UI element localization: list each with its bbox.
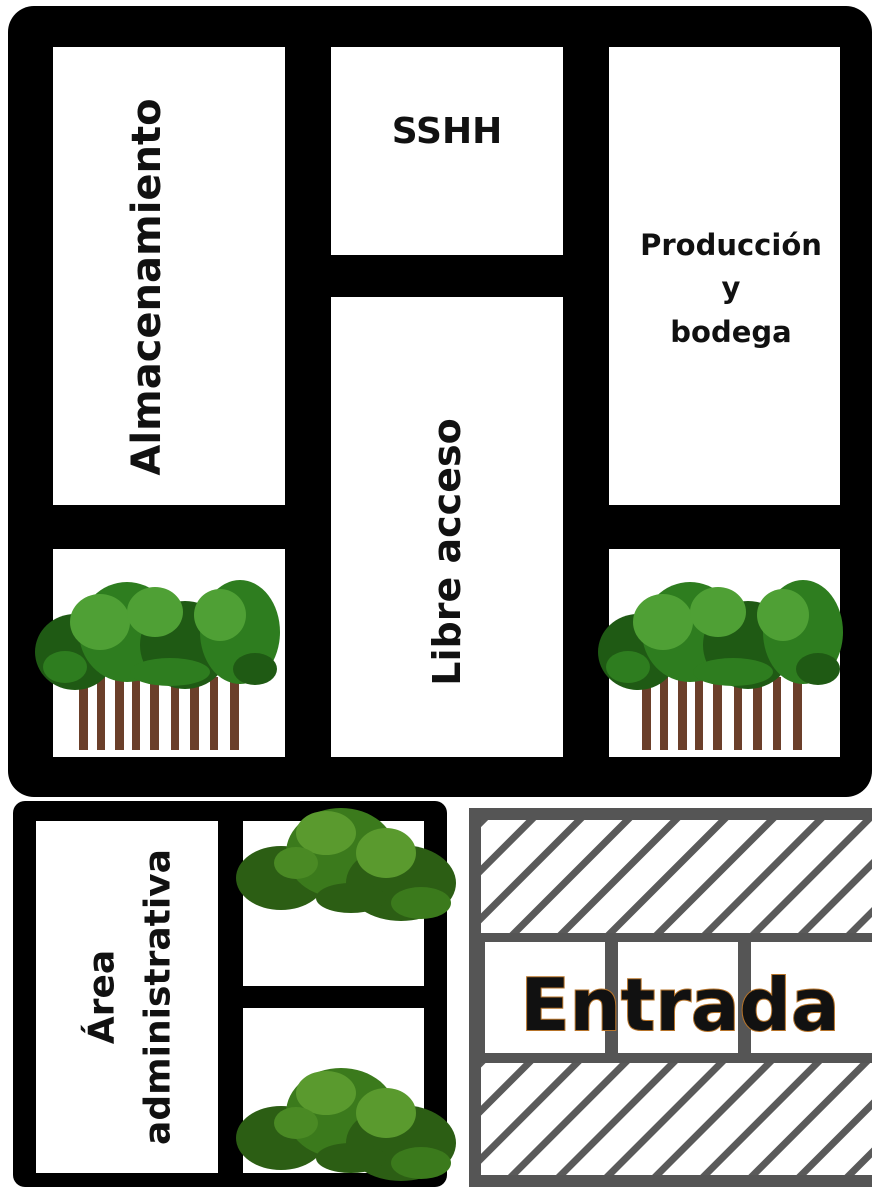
entrance-hatch-bottom — [481, 1063, 872, 1175]
entrance-tile-3 — [751, 942, 872, 1053]
entrance-hatch-top — [481, 820, 872, 933]
free-access-room — [331, 297, 563, 757]
storage-label: Almacenamiento — [124, 98, 170, 475]
production-label-line-1: Producción — [640, 228, 822, 262]
entrance-label: Entrada — [520, 963, 839, 1047]
restrooms-room — [331, 47, 563, 255]
production-label-line-2: y — [722, 271, 741, 305]
admin-label-line-2: administrativa — [138, 849, 179, 1145]
restrooms-label: SSHH — [392, 111, 503, 152]
storage-room — [53, 47, 285, 505]
admin-room — [36, 821, 218, 1173]
production-room — [609, 47, 840, 505]
entrance-tile-2 — [618, 942, 738, 1053]
production-label-line-3: bodega — [670, 315, 791, 349]
admin-label-line-1: Área — [81, 950, 123, 1044]
free-access-label: Libre acceso — [425, 418, 469, 685]
entrance-tile-1 — [485, 942, 605, 1053]
